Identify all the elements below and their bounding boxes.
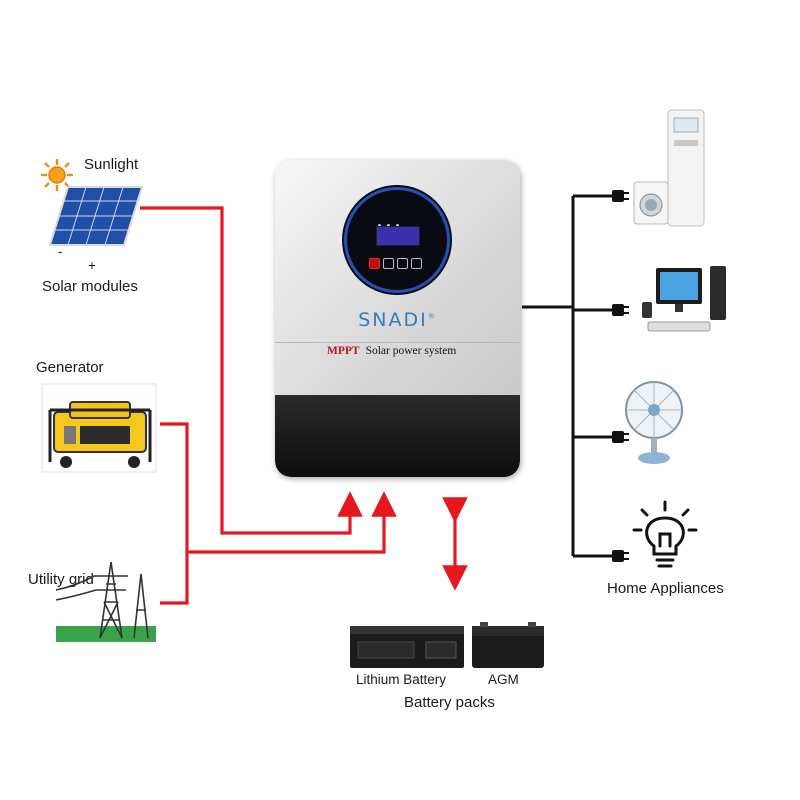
control-buttons — [369, 256, 425, 274]
battery-packs-label: Battery packs — [404, 694, 495, 711]
home-appliances-label: Home Appliances — [607, 580, 724, 597]
light-bulb-icon — [632, 500, 698, 568]
brand-logo: SNADI® — [358, 309, 437, 331]
plug-icons — [612, 190, 629, 562]
inverter-band — [275, 342, 520, 363]
display-panel — [347, 190, 447, 290]
fan-icon — [625, 381, 683, 464]
generator-line — [160, 422, 189, 605]
air-conditioner-icon — [633, 109, 705, 227]
lithium-battery-label: Lithium Battery — [356, 672, 447, 687]
panel-plus-label: + — [88, 258, 96, 273]
generator-icon — [41, 383, 157, 473]
status-leds — [378, 214, 405, 232]
sun-icon — [41, 159, 73, 191]
panel-minus-label: - — [58, 244, 63, 259]
grid-line — [187, 491, 397, 554]
solar-line — [140, 206, 363, 535]
solar-panel-icon — [48, 186, 144, 246]
sunlight-label: Sunlight — [84, 156, 139, 173]
generator-label: Generator — [36, 359, 104, 376]
inverter-base — [275, 395, 520, 477]
lcd-screen — [376, 226, 420, 246]
utility-tower-icon — [56, 561, 156, 642]
agm-battery-icon — [472, 622, 544, 668]
lithium-battery-icon — [350, 626, 464, 668]
computer-icon — [642, 266, 726, 332]
agm-label: AGM — [488, 672, 519, 687]
solar-modules-label: Solar modules — [42, 278, 138, 295]
